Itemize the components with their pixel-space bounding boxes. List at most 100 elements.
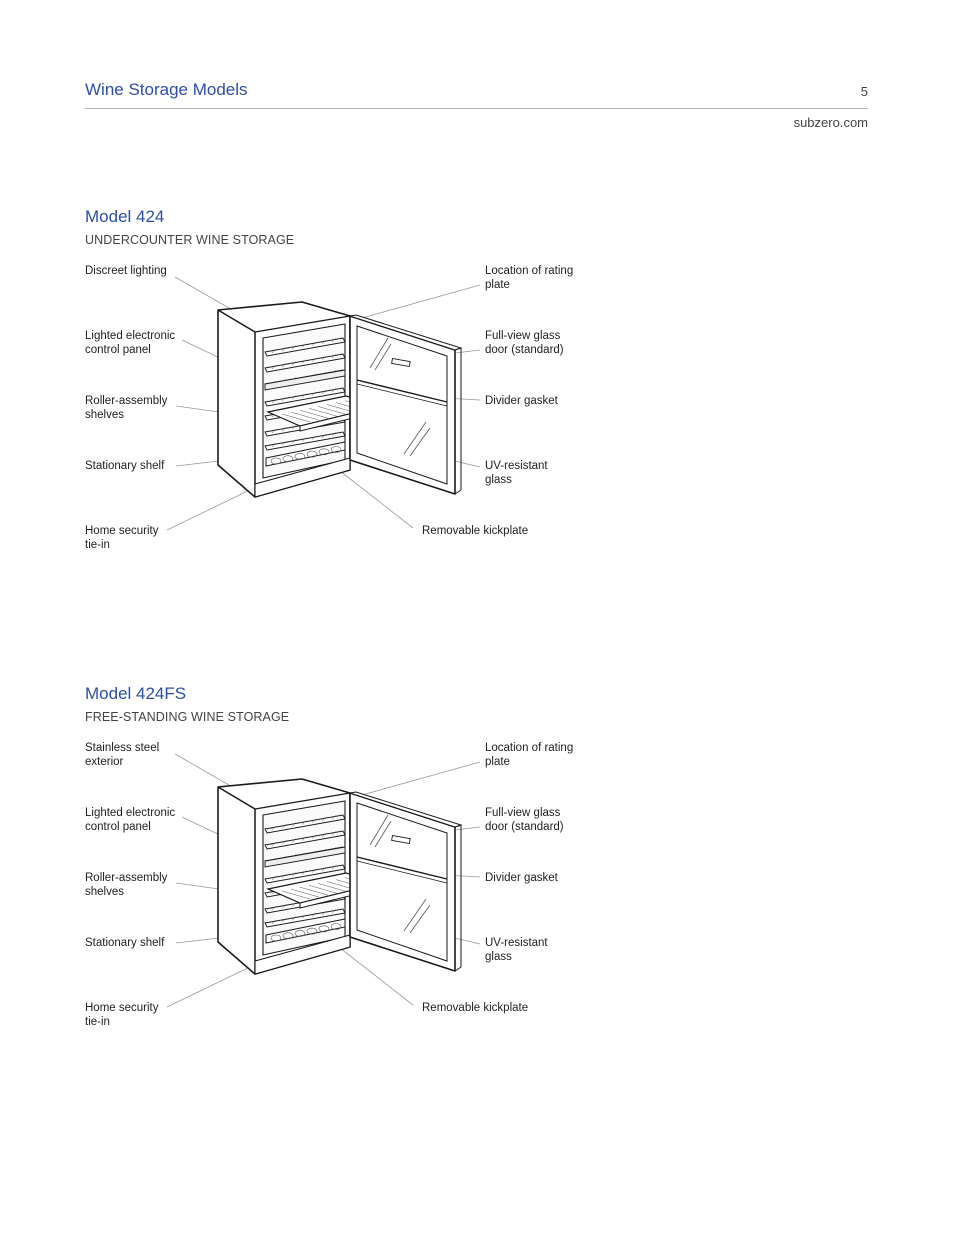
shelf-wire xyxy=(291,395,297,400)
header-divider xyxy=(85,108,868,109)
shelf-wire xyxy=(311,391,317,396)
shelf-wire xyxy=(311,834,317,839)
shelf-wire xyxy=(271,364,277,370)
leader-line xyxy=(354,284,481,321)
label-uv-glass: UV-resistant glass xyxy=(485,460,548,486)
leader-line xyxy=(339,947,414,1006)
kickplate xyxy=(254,457,351,498)
label-roller-shelves: Roller-assembly shelves xyxy=(85,872,168,898)
kickplate xyxy=(254,934,351,975)
label-control-panel: Lighted electronic control panel xyxy=(85,330,176,356)
model-title: Model 424FS xyxy=(85,684,187,703)
shelf-wire xyxy=(301,914,307,919)
glass-reflection xyxy=(374,820,392,848)
shelf-wire xyxy=(281,824,287,829)
shelf-wire xyxy=(291,425,297,430)
label-stainless-exterior: Stainless steel exterior xyxy=(85,742,160,768)
wine-shelf xyxy=(264,830,346,850)
model-subtitle: UNDERCOUNTER WINE STORAGE xyxy=(85,233,295,247)
stationary-shelf xyxy=(265,441,346,467)
wine-shelf xyxy=(264,864,346,884)
cabinet-top-edge xyxy=(254,315,351,333)
wine-bottle xyxy=(270,934,282,942)
shelf-wire xyxy=(331,354,337,359)
door-corner xyxy=(454,347,462,351)
shelf-wire xyxy=(271,841,277,847)
label-divider-gasket: Divider gasket xyxy=(485,872,558,884)
wine-shelf xyxy=(264,337,346,357)
leader-line xyxy=(166,964,255,1008)
wine-bottle xyxy=(306,450,318,458)
glass-door-inner xyxy=(356,325,448,485)
roller-shelf-wire xyxy=(317,406,347,415)
divider-gasket xyxy=(356,379,448,403)
shelf-wire xyxy=(281,918,287,923)
door-corner xyxy=(454,824,462,828)
wine-shelf xyxy=(264,353,346,373)
roller-shelf-wire xyxy=(281,413,311,423)
wine-bottle xyxy=(318,448,330,456)
shelf-wire xyxy=(271,398,277,404)
shelf-wire xyxy=(301,359,307,364)
shelf-wire xyxy=(321,910,327,916)
glass-reflection xyxy=(369,337,389,369)
label-home-security: Home security tie-in xyxy=(85,525,159,551)
shelf-wire xyxy=(291,838,297,843)
shelf-wire xyxy=(321,433,327,439)
shelf-wire xyxy=(331,909,337,914)
shelf-wire xyxy=(291,822,297,827)
shelf-wire xyxy=(271,875,277,881)
wine-storage-diagram-424 xyxy=(166,276,481,531)
shelf-wire xyxy=(331,432,337,437)
label-stationary-shelf: Stationary shelf xyxy=(85,937,165,949)
glass-reflection xyxy=(409,904,431,934)
shelf-wire xyxy=(291,361,297,366)
shelf-wire xyxy=(321,389,327,395)
label-divider-gasket: Divider gasket xyxy=(485,395,558,407)
wine-bottle xyxy=(282,932,294,939)
shelf-wire xyxy=(331,338,337,343)
divider-gasket-inner xyxy=(356,860,448,884)
wine-shelf xyxy=(264,387,346,407)
wine-shelf xyxy=(264,908,346,928)
glass-reflection xyxy=(409,427,431,457)
label-stationary-shelf: Stationary shelf xyxy=(85,460,165,472)
roller-shelf-wire xyxy=(290,411,320,421)
shelf-wire xyxy=(281,397,287,402)
site-url: subzero.com xyxy=(793,115,868,130)
shelf-wire xyxy=(311,868,317,873)
shelf-wire xyxy=(331,388,337,393)
door-bottom-corner xyxy=(454,489,462,495)
shelf-wire xyxy=(301,836,307,841)
leader-line xyxy=(166,487,255,531)
shelf-wire xyxy=(301,393,307,398)
glass-reflection xyxy=(403,898,427,932)
shelf-wire xyxy=(291,916,297,921)
shelf-wire xyxy=(301,820,307,825)
roller-shelf-wire xyxy=(290,888,320,898)
shelf-wire xyxy=(291,902,297,907)
shelf-wire xyxy=(291,872,297,877)
shelf-wire xyxy=(321,355,327,361)
glass-door-inner xyxy=(356,802,448,962)
page-header-title: Wine Storage Models xyxy=(85,80,248,99)
label-discreet-lighting: Discreet lighting xyxy=(85,265,167,277)
shelf-wire xyxy=(301,870,307,875)
roller-shelf-wire xyxy=(317,883,347,892)
label-glass-door: Full-view glass door (standard) xyxy=(485,330,564,356)
roller-shelf-wire xyxy=(299,409,329,419)
label-rating-plate: Location of rating plate xyxy=(485,742,574,768)
label-kickplate: Removable kickplate xyxy=(422,525,529,537)
shelf-wire xyxy=(311,912,317,917)
wine-bottle xyxy=(306,927,318,935)
shelf-wire xyxy=(311,357,317,362)
label-glass-door: Full-view glass door (standard) xyxy=(485,807,564,833)
divider-gasket xyxy=(356,856,448,880)
shelf-wire xyxy=(321,866,327,872)
glass-reflection xyxy=(374,343,392,371)
roller-shelf-wire xyxy=(281,890,311,900)
stationary-shelf xyxy=(265,918,346,944)
shelf-wire xyxy=(331,815,337,820)
label-roller-shelves: Roller-assembly shelves xyxy=(85,395,168,421)
door-handle-icon xyxy=(391,834,411,845)
